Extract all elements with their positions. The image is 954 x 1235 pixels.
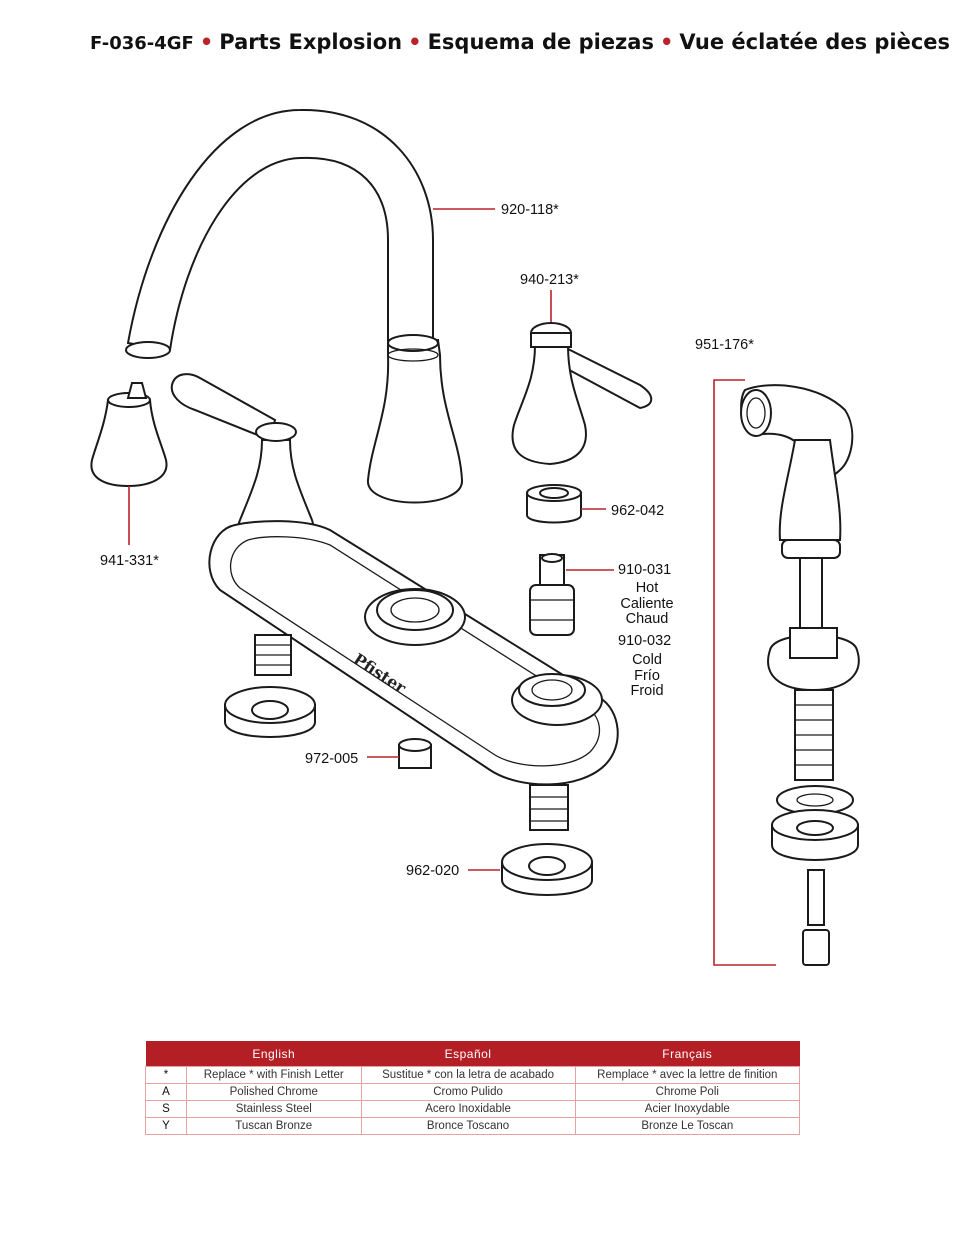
bullet-icon: • xyxy=(659,30,674,54)
small-nut-drawing xyxy=(398,738,432,769)
header-code xyxy=(145,1041,187,1067)
title-spanish: Esquema de piezas xyxy=(427,30,654,54)
label-hot-en: Hot xyxy=(636,580,659,596)
title-french: Vue éclatée des pièces xyxy=(679,30,951,54)
finish-french: Bronze Le Toscan xyxy=(574,1117,801,1135)
parts-explosion-diagram: Pfister xyxy=(90,108,860,966)
side-spray-drawing xyxy=(740,384,860,966)
finish-table: English Español Français * Replace * wit… xyxy=(145,1041,801,1135)
finish-spanish: Acero Inoxidable xyxy=(360,1100,576,1118)
table-row: A Polished Chrome Cromo Pulido Chrome Po… xyxy=(145,1083,801,1101)
finish-code: S xyxy=(145,1100,187,1118)
shank-right-drawing xyxy=(529,784,569,831)
finish-code: A xyxy=(145,1083,187,1101)
bullet-icon: • xyxy=(408,30,422,54)
label-cold-fr: Froid xyxy=(630,683,663,699)
right-handle-drawing xyxy=(511,322,653,466)
deck-plate-drawing: Pfister xyxy=(208,520,619,786)
finish-spanish: Sustitue * con la letra de acabado xyxy=(360,1066,576,1084)
label-962-042: 962-042 xyxy=(611,503,664,519)
leader-lines xyxy=(128,208,776,966)
label-910-031: 910-031 xyxy=(618,562,671,578)
label-962-020: 962-020 xyxy=(406,863,459,879)
finish-french: Remplace * avec la lettre de finition xyxy=(574,1066,801,1084)
table-row: * Replace * with Finish Letter Sustitue … xyxy=(145,1066,801,1084)
left-bonnet-drawing xyxy=(90,382,168,488)
label-941-331: 941-331* xyxy=(100,553,159,569)
finish-english: Stainless Steel xyxy=(186,1100,362,1118)
title-english: Parts Explosion xyxy=(219,30,403,54)
header-english: English xyxy=(186,1041,361,1067)
finish-code: Y xyxy=(145,1117,187,1135)
header-french: Français xyxy=(575,1041,800,1067)
mount-nut-right-drawing xyxy=(501,843,593,896)
table-row: Y Tuscan Bronze Bronce Toscano Bronze Le… xyxy=(145,1117,801,1135)
finish-code: * xyxy=(145,1066,187,1084)
model-number: F-036-4GF xyxy=(90,33,194,54)
spout-drawing xyxy=(125,108,464,504)
label-920-118: 920-118* xyxy=(501,202,559,218)
adapter-drawing xyxy=(526,484,582,524)
cartridge-drawing xyxy=(529,553,575,636)
finish-english: Replace * with Finish Letter xyxy=(186,1066,362,1084)
finish-spanish: Bronce Toscano xyxy=(360,1117,576,1135)
label-910-032: 910-032 xyxy=(618,633,671,649)
label-cold-es: Frío xyxy=(634,668,660,684)
label-940-213: 940-213* xyxy=(520,272,579,288)
label-hot-es: Caliente xyxy=(620,596,673,612)
label-cold-en: Cold xyxy=(632,652,662,668)
finish-spanish: Cromo Pulido xyxy=(360,1083,576,1101)
finish-french: Chrome Poli xyxy=(574,1083,801,1101)
label-972-005: 972-005 xyxy=(305,751,358,767)
table-row: S Stainless Steel Acero Inoxidable Acier… xyxy=(145,1100,801,1118)
label-951-176: 951-176* xyxy=(695,337,754,353)
shank-left-drawing xyxy=(254,634,292,676)
finish-english: Polished Chrome xyxy=(186,1083,362,1101)
finish-table-header: English Español Français xyxy=(145,1041,800,1067)
header-spanish: Español xyxy=(361,1041,576,1067)
finish-french: Acier Inoxydable xyxy=(574,1100,801,1118)
finish-english: Tuscan Bronze xyxy=(186,1117,362,1135)
page-header: F-036-4GF•Parts Explosion•Esquema de pie… xyxy=(90,30,950,54)
mount-nut-left-drawing xyxy=(224,686,316,738)
bullet-icon: • xyxy=(199,30,214,54)
label-hot-fr: Chaud xyxy=(626,611,669,627)
